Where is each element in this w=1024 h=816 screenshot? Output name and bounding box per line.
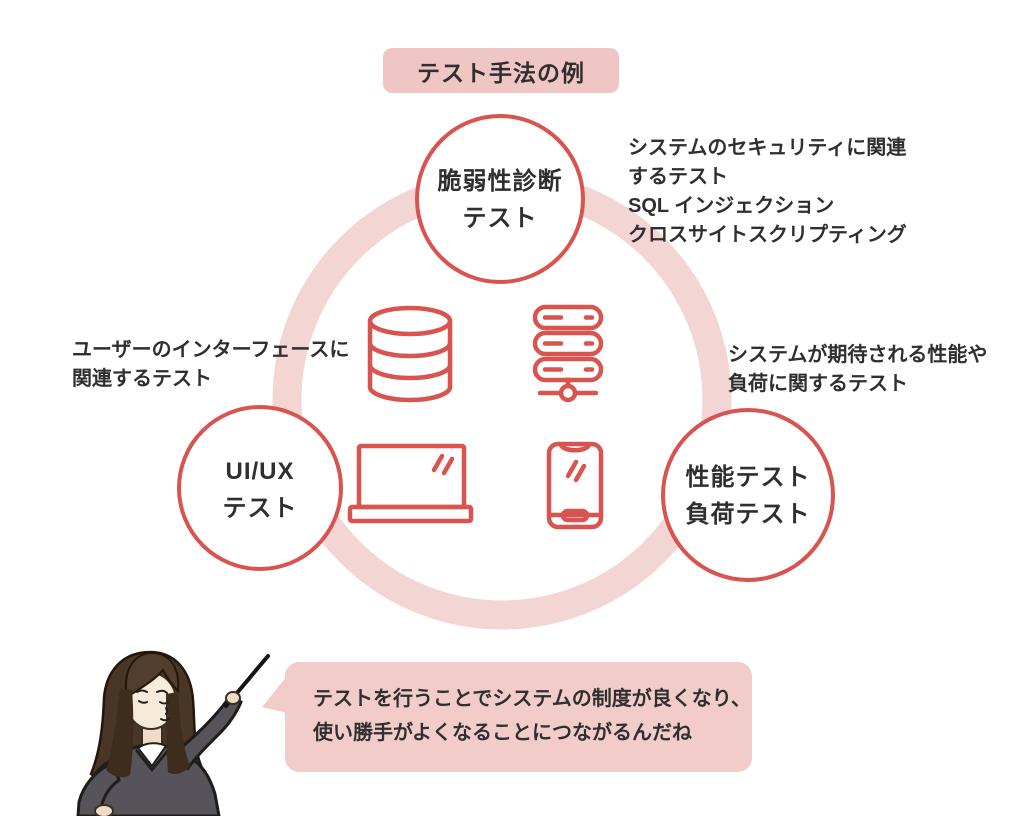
speech-line: テストを行うことでシステムの制度が良くなり、 xyxy=(313,688,751,710)
vulnerability-node-label: 脆弱性診断 テスト xyxy=(438,163,563,237)
right-hand xyxy=(225,691,241,705)
label-line: UI/UX xyxy=(225,457,295,485)
label-line: 脆弱性診断 xyxy=(437,167,563,195)
label-line: 性能テスト xyxy=(685,463,811,491)
label-line: テスト xyxy=(222,495,298,522)
speech-bubble-tail xyxy=(262,676,287,713)
annotation-line: 関連するテスト xyxy=(72,368,212,390)
shirt xyxy=(136,742,168,768)
uiux-node-circle xyxy=(177,405,343,571)
hair-strand-left xyxy=(106,688,134,778)
suit-left-arm xyxy=(76,760,121,816)
title-text: テスト手法の例 xyxy=(417,59,585,86)
laptop-icon xyxy=(347,443,474,524)
speech-bubble: テストを行うことでシステムの制度が良くなり、 使い勝手がよくなることにつながるん… xyxy=(285,662,752,772)
left-hand xyxy=(94,804,114,816)
lapel-line xyxy=(135,747,171,772)
security-annotation: システムのセキュリティに関連 するテスト SQL インジェクション クロスサイト… xyxy=(628,134,907,250)
title-badge: テスト手法の例 xyxy=(383,48,619,93)
server-icon xyxy=(532,304,604,403)
presenter-illustration xyxy=(76,650,270,816)
vulnerability-node-circle xyxy=(415,114,585,284)
annotation-line: 負荷に関するテスト xyxy=(728,373,908,395)
hair-strand-right xyxy=(166,692,190,774)
ui-annotation: ユーザーのインターフェースに 関連するテスト xyxy=(72,336,349,394)
face-features xyxy=(136,689,171,722)
database-icon xyxy=(367,305,453,403)
speech-line: 使い勝手がよくなることにつながるんだね xyxy=(313,722,692,745)
annotation-line: システムが期待される性能や xyxy=(728,344,988,366)
annotation-line: SQL インジェクション xyxy=(628,195,835,217)
performance-node-label: 性能テスト 負荷テスト xyxy=(686,459,811,533)
performance-annotation: システムが期待される性能や 負荷に関するテスト xyxy=(728,341,987,399)
performance-node-circle xyxy=(661,408,835,582)
annotation-line: するテスト xyxy=(628,166,728,188)
uiux-node-label: UI/UX テスト xyxy=(223,453,298,527)
smartphone-icon xyxy=(546,441,604,530)
label-line: 負荷テスト xyxy=(685,501,811,528)
annotation-line: システムのセキュリティに関連 xyxy=(628,137,907,159)
label-line: テスト xyxy=(462,205,538,232)
annotation-line: ユーザーのインターフェースに xyxy=(72,339,350,361)
hair-bangs xyxy=(125,651,180,699)
annotation-line: クロスサイトスクリプティング xyxy=(628,224,907,246)
